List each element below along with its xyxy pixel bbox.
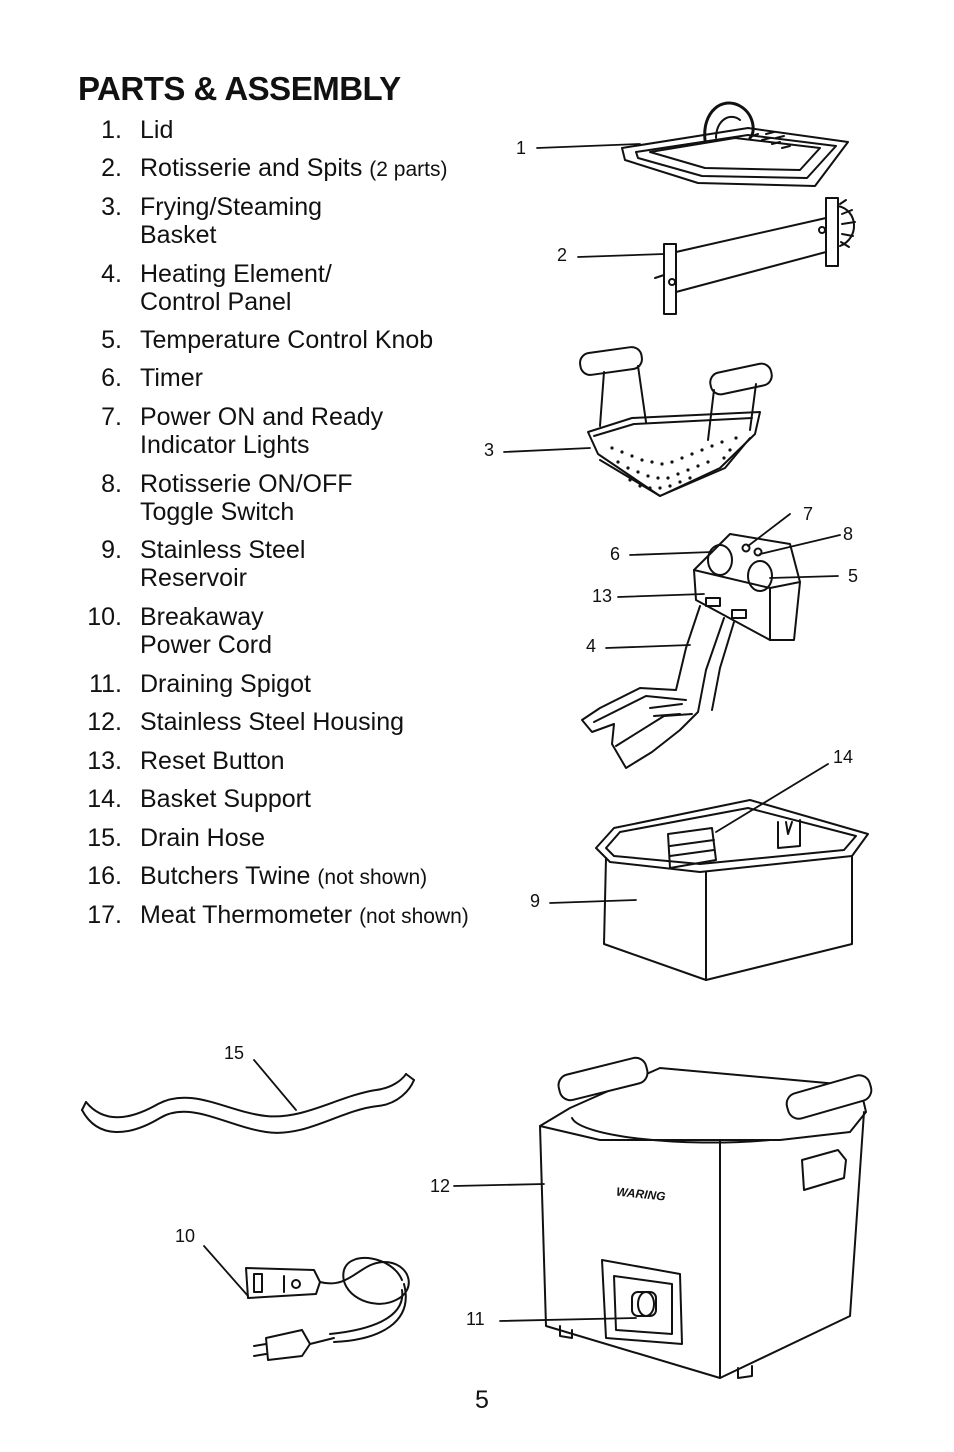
callout-9: 9 (530, 891, 540, 911)
item-name: Timer (140, 364, 203, 392)
housing-illustration: WARING (539, 1056, 873, 1379)
callout-8: 8 (843, 524, 853, 544)
item-name: Butchers Twine (140, 862, 311, 890)
item-number: 16. (87, 862, 122, 890)
item-label: Lid (140, 116, 520, 146)
item-label: Rotisserie and Spits (2 parts) (140, 154, 520, 184)
item-label: Breakaway Power Cord (140, 603, 300, 659)
item-label: Rotisserie ON/OFF Toggle Switch (140, 470, 390, 526)
item-number: 1. (101, 116, 122, 144)
item-label: Power ON and Ready Indicator Lights (140, 403, 420, 459)
item-number: 15. (87, 824, 122, 852)
callout-15: 15 (224, 1043, 244, 1063)
item-name: Drain Hose (140, 824, 266, 852)
item-label: Heating Element/ Control Panel (140, 260, 370, 316)
item-name: Heating Element/ Control Panel (140, 260, 332, 316)
lid-illustration (621, 101, 849, 187)
item-number: 7. (101, 403, 122, 431)
callout-2: 2 (557, 245, 567, 265)
item-label: Reset Button (140, 747, 520, 775)
callout-6: 6 (610, 544, 620, 564)
item-note: (not shown) (317, 866, 428, 889)
item-label: Basket Support (140, 785, 520, 813)
item-name: Frying/Steaming Basket (140, 193, 323, 249)
item-number: 9. (101, 536, 122, 564)
callout-10: 10 (175, 1226, 195, 1246)
item-name: Rotisserie and Spits (140, 154, 363, 182)
item-name: Draining Spigot (140, 670, 311, 698)
power-cord-illustration (245, 1256, 410, 1361)
item-number: 17. (87, 901, 122, 929)
callout-14: 14 (833, 747, 853, 767)
basket-illustration (579, 346, 773, 497)
callout-11: 11 (466, 1309, 485, 1329)
drain-hose-illustration (81, 1073, 415, 1134)
item-name: Lid (140, 116, 174, 144)
item-name: Reset Button (140, 747, 285, 775)
item-label: Draining Spigot (140, 670, 520, 698)
item-name: Rotisserie ON/OFF Toggle Switch (140, 470, 353, 526)
item-number: 8. (101, 470, 122, 498)
item-number: 2. (101, 154, 122, 182)
callout-3: 3 (484, 440, 494, 460)
rotisserie-illustration (654, 197, 856, 315)
item-name: Basket Support (140, 785, 311, 813)
item-name: Breakaway Power Cord (140, 603, 272, 659)
page-title: PARTS & ASSEMBLY (78, 70, 401, 107)
control-panel-illustration (581, 533, 801, 769)
item-number: 11. (89, 670, 122, 698)
item-number: 14. (87, 785, 122, 813)
item-number: 12. (87, 708, 122, 736)
reservoir-illustration (595, 799, 869, 981)
item-label: Meat Thermometer (not shown) (140, 901, 520, 931)
item-number: 5. (101, 326, 122, 354)
item-label: Stainless Steel Reservoir (140, 536, 340, 592)
callout-12: 12 (430, 1176, 450, 1196)
item-name: Stainless Steel Reservoir (140, 536, 306, 592)
item-name: Stainless Steel Housing (140, 708, 405, 736)
item-name: Meat Thermometer (140, 901, 353, 929)
item-name: Temperature Control Knob (140, 326, 434, 354)
item-label: Timer (140, 364, 520, 392)
page-number: 5 (475, 1386, 489, 1414)
item-number: 6. (101, 364, 122, 392)
item-number: 13. (87, 747, 122, 775)
item-label: Temperature Control Knob (140, 326, 520, 354)
item-label: Stainless Steel Housing (140, 708, 520, 736)
callout-7: 7 (803, 504, 813, 524)
item-label: Butchers Twine (not shown) (140, 862, 520, 892)
item-number: 10. (87, 603, 122, 631)
callout-4: 4 (586, 636, 596, 656)
item-note: (2 parts) (369, 158, 448, 181)
item-label: Frying/Steaming Basket (140, 193, 370, 249)
brand-logo: WARING (616, 1185, 667, 1204)
item-name: Power ON and Ready Indicator Lights (140, 403, 384, 459)
callout-13: 13 (592, 586, 612, 606)
item-number: 3. (101, 193, 122, 221)
callout-5: 5 (848, 566, 858, 586)
item-label: Drain Hose (140, 824, 520, 852)
item-number: 4. (101, 260, 122, 288)
item-note: (not shown) (359, 905, 469, 928)
